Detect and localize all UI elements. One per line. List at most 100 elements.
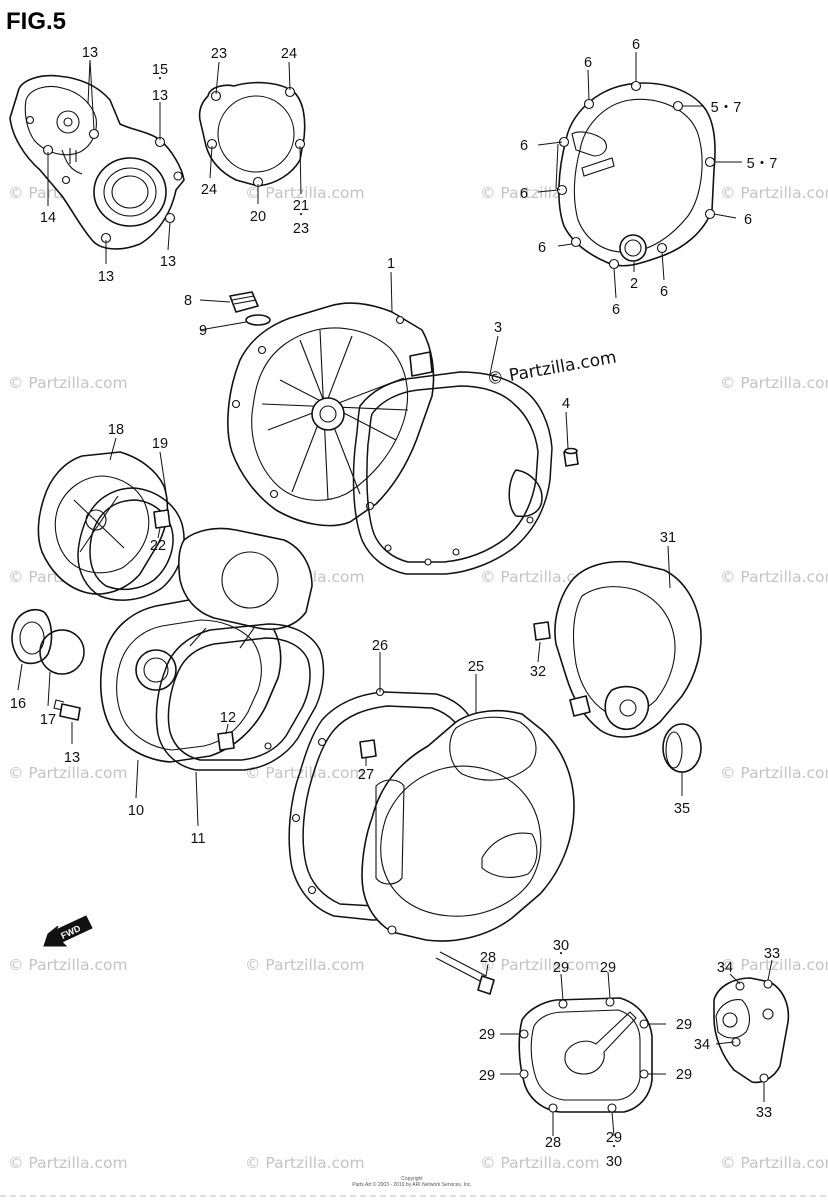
part-label: 33 [764, 946, 780, 962]
watermark: © Partzilla.com [480, 1154, 600, 1172]
small-bracket-33-34 [713, 977, 790, 1084]
water-pump-cover-18 [37, 451, 169, 595]
part-label: 23 [293, 221, 309, 237]
part-label: 10 [128, 803, 144, 819]
part-label: 5・7 [747, 156, 778, 172]
part-label: 2 [630, 276, 638, 292]
part-label: 29 [479, 1068, 495, 1084]
pump-housing-10 [99, 527, 313, 763]
part-label: 31 [660, 530, 676, 546]
part-label: 13 [160, 254, 176, 270]
part-label: 28 [480, 950, 496, 966]
part-label: 12 [220, 710, 236, 726]
part-label: 26 [372, 638, 388, 654]
part-label: 17 [40, 712, 56, 728]
crankcase-cover-gasket [352, 371, 553, 575]
watermark: © Partzilla.com [720, 956, 828, 974]
part-label: 28 [545, 1135, 561, 1151]
part-label: 1 [387, 256, 395, 272]
part-label: 16 [10, 696, 26, 712]
part-label: 19 [152, 436, 168, 452]
part-label: 11 [190, 831, 205, 847]
part-label: 13 [82, 45, 98, 61]
part-label: 6 [538, 240, 546, 256]
crankcase-cover [227, 302, 435, 527]
svg-text:・: ・ [556, 949, 566, 960]
part-label: 29 [600, 960, 616, 976]
watermark: © Partzilla.com [720, 374, 828, 392]
part-label: 15 [152, 62, 168, 78]
part-label: 8 [184, 293, 192, 309]
oil-filler-plug [229, 291, 271, 326]
part-label: 18 [108, 422, 124, 438]
part-label: 3 [494, 320, 502, 336]
part-label: 34 [694, 1037, 710, 1053]
watermark: © Partzilla.com [245, 184, 365, 202]
part-label: 22 [150, 538, 166, 554]
part-label: 30 [553, 938, 569, 954]
part-labels: 13 15 ・ 13 14 13 13 23 24 24 20 21 ・ 23 … [10, 37, 780, 1170]
watermark: © Partzilla.com [8, 1154, 128, 1172]
part-label: 6 [632, 37, 640, 53]
dowel-pin-4 [563, 447, 579, 467]
watermark: © Partzilla.com [245, 956, 365, 974]
bolt-28 [435, 951, 495, 995]
watermark: © Partzilla.com [480, 956, 600, 974]
dowel-pin-22 [153, 509, 171, 529]
part-label: 6 [584, 55, 592, 71]
forward-direction-arrow: FWD [43, 915, 93, 947]
part-label: 33 [756, 1105, 772, 1121]
part-label: 25 [468, 659, 484, 675]
bottom-cover-29 [518, 997, 653, 1113]
part-label: 29 [553, 960, 569, 976]
watermark: © Partzilla.com [720, 568, 828, 586]
seal-and-oring [11, 608, 85, 721]
part-label: 4 [562, 396, 570, 412]
watermark: © Partzilla.com [720, 184, 828, 202]
part-label: 6 [520, 186, 528, 202]
part-label: 30 [606, 1154, 622, 1170]
watermark-layer: © Partzilla.com © Partzilla.com © Partzi… [8, 184, 828, 1172]
part-label: 13 [98, 269, 114, 285]
part-label: 6 [660, 284, 668, 300]
part-label: 20 [250, 209, 266, 225]
watermark: © Partzilla.com [245, 1154, 365, 1172]
part-label: 6 [520, 138, 528, 154]
watermark: © Partzilla.com [8, 374, 128, 392]
copyright-line: Copyright [401, 1176, 423, 1182]
part-label: 29 [676, 1067, 692, 1083]
watermark: © Partzilla.com [480, 568, 600, 586]
part-label: 13 [64, 750, 80, 766]
part-label: 9 [199, 323, 207, 339]
watermark: © Partzilla.com [720, 1154, 828, 1172]
part-label: 29 [606, 1130, 622, 1146]
copyright-line: Parts Art © 2003 - 2019 by ARI Network S… [352, 1181, 472, 1188]
part-label: 6 [612, 302, 620, 318]
part-label: 14 [40, 210, 56, 226]
dowel-pin-32 [533, 621, 551, 641]
watermark: © Partzilla.com [720, 764, 828, 782]
figure-title: FIG.5 [6, 8, 66, 35]
part-label: 24 [201, 182, 217, 198]
leader-lines [17, 52, 773, 1137]
part-label: 24 [281, 46, 297, 62]
part-label: 21 [293, 198, 309, 214]
part-label: 29 [479, 1027, 495, 1043]
pump-cover-assembly [9, 74, 185, 250]
clutch-cover [556, 80, 716, 270]
dowel-pin-27 [359, 739, 377, 759]
dowel-pin-12 [217, 731, 235, 751]
svg-text:・: ・ [155, 74, 165, 85]
part-label: 23 [211, 46, 227, 62]
part-label: 13 [152, 88, 168, 104]
small-round-cover [198, 81, 306, 188]
generator-cover [361, 709, 575, 942]
watermark: © Partzilla.com [8, 956, 128, 974]
part-label: 6 [744, 212, 752, 228]
brand-stamp: © Partzilla.com [485, 347, 618, 389]
watermark: © Partzilla.com [8, 764, 128, 782]
part-label: 29 [676, 1017, 692, 1033]
plug-cap-35 [662, 723, 702, 773]
